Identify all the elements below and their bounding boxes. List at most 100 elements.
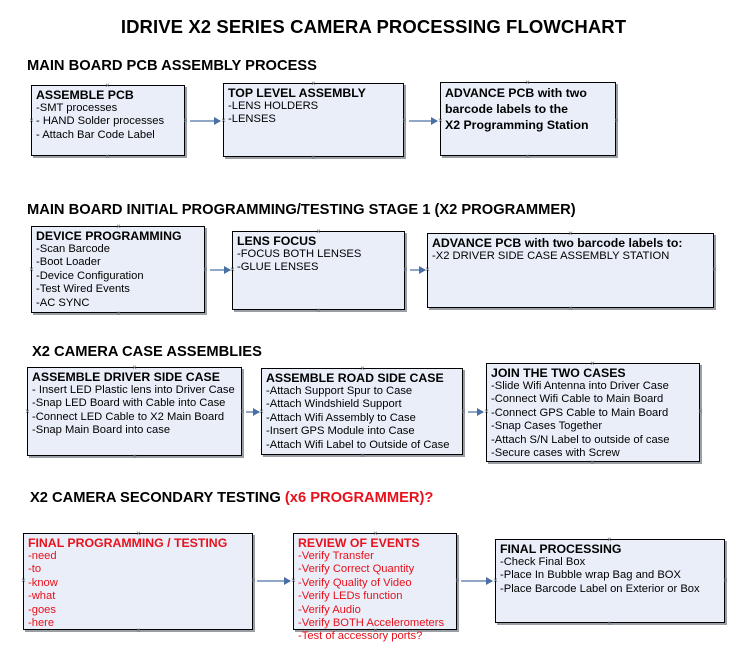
node-line: - HAND Solder processes <box>36 115 165 128</box>
node-line: -Test Wired Events <box>36 283 130 296</box>
node-title: FINAL PROCESSING <box>500 542 622 556</box>
connection-point <box>250 577 257 584</box>
connection-point <box>589 360 596 367</box>
connection-point <box>372 627 379 634</box>
page-title: IDRIVE X2 SERIES CAMERA PROCESSING FLOWC… <box>120 16 627 37</box>
connection-point <box>359 365 366 372</box>
section-heading-main-board-pcb-assembly: MAIN BOARD PCB ASSEMBLY PROCESS <box>27 58 317 74</box>
node-title: JOIN THE TWO CASES <box>491 366 626 380</box>
node-assemble-road-side-case[interactable]: ASSEMBLE ROAD SIDE CASE -Attach Support … <box>261 368 463 455</box>
node-line: -Verify Quality of Video <box>298 576 412 589</box>
connection-point <box>28 117 35 124</box>
node-line: -Place In Bubble wrap Bag and BOX <box>500 569 681 582</box>
node-line-overflow: -Test of accessory ports? <box>298 630 423 643</box>
section-heading-text: X2 CAMERA SECONDARY TESTING <box>30 490 285 506</box>
connection-point <box>104 82 111 89</box>
connection-point <box>220 117 227 124</box>
node-line: -SMT processes <box>36 102 118 114</box>
connection-point <box>310 80 317 87</box>
connection-point <box>202 266 209 273</box>
node-line: -Verify BOTH Accelerometers <box>298 617 445 630</box>
node-final-processing[interactable]: FINAL PROCESSING -Check Final Box -Place… <box>495 539 725 623</box>
node-line: -Snap LED Board with Cable into Case <box>32 397 226 410</box>
node-join-the-two-cases[interactable]: JOIN THE TWO CASES -Slide Wifi Antenna i… <box>486 363 700 462</box>
node-line: -AC SYNC <box>36 296 90 309</box>
node-line: -Verify Audio <box>298 603 361 616</box>
node-title: ADVANCE PCB with two barcode labels to: <box>432 236 683 250</box>
node-title: ASSEMBLE ROAD SIDE CASE <box>266 371 444 385</box>
connection-point <box>135 627 142 634</box>
node-line: -need <box>28 550 57 562</box>
node-line: -what <box>28 590 56 603</box>
node-line: -Slide Wifi Antenna into Driver Case <box>491 380 669 392</box>
connection-point <box>315 228 322 235</box>
connection-point <box>258 408 265 415</box>
connection-point <box>401 117 408 124</box>
connection-point <box>524 79 531 86</box>
node-title-line: X2 Programming Station <box>445 118 589 132</box>
connection-point <box>460 408 467 415</box>
connection-point <box>697 408 704 415</box>
node-line: -to <box>28 563 42 576</box>
node-line: -FOCUS BOTH LENSES <box>237 248 362 260</box>
section-heading-accent: (x6 PROGRAMMER)? <box>284 490 434 506</box>
connection-point <box>28 266 35 273</box>
connection-point <box>437 117 444 124</box>
connection-point <box>722 577 729 584</box>
connector-lens-focus-to-advance-pcb <box>410 269 425 271</box>
node-top-level-assembly[interactable]: TOP LEVEL ASSEMBLY -LENS HOLDERS -LENSES <box>223 83 404 157</box>
node-line: -Connect GPS Cable to Main Board <box>491 406 669 419</box>
connection-point <box>182 117 189 124</box>
connection-point <box>589 459 596 466</box>
node-line: -LENS HOLDERS <box>228 100 319 112</box>
node-line: -Attach S/N Label to outside of case <box>491 433 670 446</box>
node-title: DEVICE PROGRAMMING <box>36 229 182 243</box>
connection-point <box>20 577 27 584</box>
section-heading-text: MAIN BOARD INITIAL PROGRAMMING/TESTING S… <box>27 202 576 218</box>
node-lens-focus[interactable]: LENS FOCUS -FOCUS BOTH LENSES -GLUE LENS… <box>232 231 405 310</box>
node-title: ASSEMBLE DRIVER SIDE CASE <box>32 370 220 384</box>
node-final-programming-testing[interactable]: FINAL PROGRAMMING / TESTING -need -to -k… <box>23 533 253 630</box>
connection-point <box>115 310 122 317</box>
node-line: -Secure cases with Screw <box>491 447 620 460</box>
node-review-of-events[interactable]: REVIEW OF EVENTS -Verify Transfer -Verif… <box>293 533 457 642</box>
connection-point <box>567 230 574 237</box>
connection-point <box>104 153 111 160</box>
node-device-programming[interactable]: DEVICE PROGRAMMING -Scan Barcode -Boot L… <box>31 226 205 313</box>
node-line: -X2 DRIVER SIDE CASE ASSEMBLY STATION <box>432 250 670 262</box>
connection-point <box>239 408 246 415</box>
node-title-line: barcode labels to the <box>445 102 568 116</box>
connection-point <box>135 530 142 537</box>
section-heading-text: MAIN BOARD PCB ASSEMBLY PROCESS <box>27 58 317 74</box>
node-assemble-pcb[interactable]: ASSEMBLE PCB -SMT processes - HAND Solde… <box>31 85 185 156</box>
node-line: -Attach Wifi Assembly to Case <box>266 411 416 424</box>
node-title: TOP LEVEL ASSEMBLY <box>228 86 366 100</box>
connection-point <box>402 266 409 273</box>
node-line: -Place Barcode Label on Exterior or Box <box>500 582 700 595</box>
node-line: -know <box>28 576 58 589</box>
section-heading-x2-camera-secondary-testing: X2 CAMERA SECONDARY TESTING (x6 PROGRAMM… <box>30 490 433 506</box>
connection-point <box>359 452 366 459</box>
node-line: -GLUE LENSES <box>237 261 319 274</box>
connector-final-programming-to-review <box>257 580 290 582</box>
node-line: -LENSES <box>228 113 276 126</box>
connection-point <box>310 154 317 161</box>
connection-point <box>372 530 379 537</box>
node-title: FINAL PROGRAMMING / TESTING <box>28 536 228 550</box>
node-advance-pcb-driver-side-station[interactable]: ADVANCE PCB with two barcode labels to: … <box>427 233 714 308</box>
connection-point <box>606 536 613 543</box>
node-line: -Verify Transfer <box>298 550 374 562</box>
node-line: -Snap Cases Together <box>491 420 603 433</box>
node-line: -Check Final Box <box>500 556 586 568</box>
node-line: -Boot Loader <box>36 256 101 269</box>
node-line: -Snap Main Board into case <box>32 424 171 437</box>
node-assemble-driver-side-case[interactable]: ASSEMBLE DRIVER SIDE CASE - Insert LED P… <box>27 367 242 456</box>
connection-point <box>24 408 31 415</box>
node-advance-pcb-programming-station[interactable]: ADVANCE PCB with two barcode labels to t… <box>440 82 616 156</box>
connection-point <box>483 408 490 415</box>
node-title-line: ADVANCE PCB with two <box>445 86 587 100</box>
connection-point <box>524 153 531 160</box>
connector-top-level-to-advance-pcb <box>409 120 437 122</box>
connector-assemble-pcb-to-top-level <box>190 120 220 122</box>
